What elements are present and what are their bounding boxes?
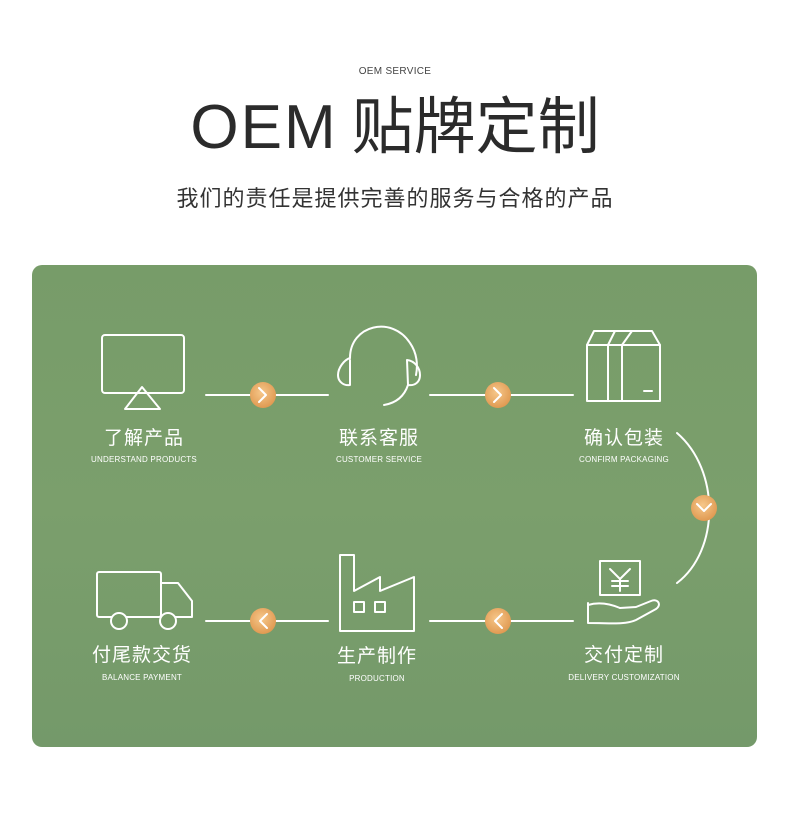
step-sub-production: PRODUCTION <box>349 674 405 683</box>
step-label-understand: 了解产品 <box>103 427 184 449</box>
process-diagram <box>96 325 717 634</box>
step-sub-understand: UNDERSTAND PRODUCTS <box>91 455 197 464</box>
headset-icon <box>337 325 421 406</box>
box-icon <box>586 330 661 402</box>
arrow-node-2 <box>485 382 511 408</box>
payment-icon <box>587 560 660 625</box>
step-sub-delivery: DELIVERY CUSTOMIZATION <box>568 673 680 682</box>
process-panel: 了解产品 UNDERSTAND PRODUCTS 联系客服 CUSTOMER S… <box>32 265 757 747</box>
subtitle: 我们的责任是提供完善的服务与合格的产品 <box>176 187 614 212</box>
step-label-service: 联系客服 <box>338 427 419 449</box>
step-label-payment: 付尾款交货 <box>91 644 192 666</box>
step-label-production: 生产制作 <box>336 645 417 667</box>
arrow-node-3 <box>691 495 717 521</box>
eyebrow: OEM SERVICE <box>358 66 432 77</box>
arrow-node-5 <box>250 608 276 634</box>
arrow-node-1 <box>250 382 276 408</box>
arrow-node-4 <box>485 608 511 634</box>
step-label-packaging: 确认包装 <box>583 427 664 449</box>
title-cn: 贴牌定制 <box>351 90 600 163</box>
truck-icon <box>96 571 193 630</box>
step-sub-payment: BALANCE PAYMENT <box>101 673 183 682</box>
display-icon <box>101 334 185 410</box>
step-sub-service: CUSTOMER SERVICE <box>335 455 423 464</box>
step-label-delivery: 交付定制 <box>583 644 664 666</box>
factory-icon <box>339 554 415 632</box>
title-en: OEM <box>190 93 338 162</box>
step-sub-packaging: CONFIRM PACKAGING <box>579 455 669 464</box>
